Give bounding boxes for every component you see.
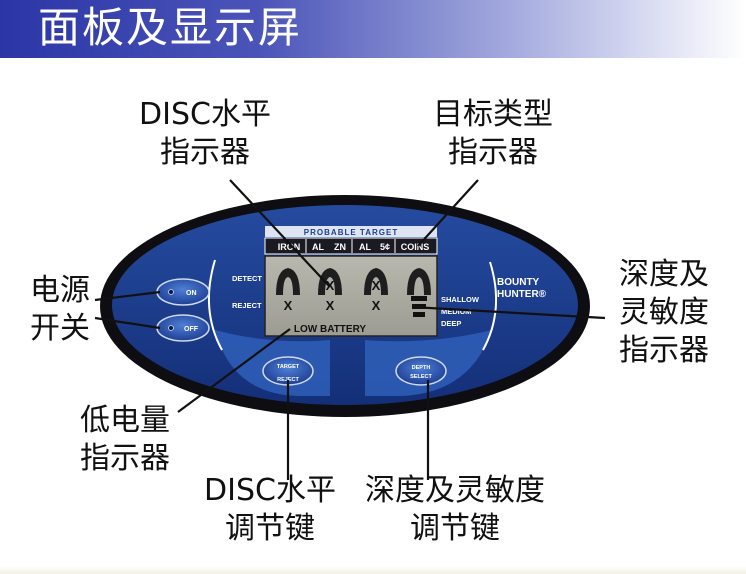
depth-select-button[interactable]: DEPTH SELECT	[395, 356, 447, 386]
depth-medium-label: MEDIUM	[441, 307, 471, 316]
leader-disc-indicator	[229, 179, 331, 288]
detect-label: DETECT	[232, 274, 262, 283]
depth-shallow-label: SHALLOW	[441, 295, 480, 304]
callout-depth-indicator: 深度及 灵敏度 指示器	[619, 257, 709, 368]
target-labels-strip	[264, 237, 438, 255]
low-battery-text: LOW BATTERY	[294, 324, 367, 335]
header-bar: 面板及显示屏	[0, 0, 746, 58]
leader-low-battery	[177, 328, 291, 413]
depth-deep-label: DEEP	[441, 319, 461, 328]
lcd-depth-bar-1	[411, 296, 427, 301]
svg-text:TARGET: TARGET	[277, 364, 300, 370]
target-label-iron: IRON	[278, 242, 301, 252]
callout-disc-indicator: DISC水平 指示器	[139, 97, 271, 170]
target-label-al-2: AL	[359, 242, 371, 252]
callout-low-battery: 低电量 指示器	[80, 403, 170, 476]
power-on-button[interactable]: ON	[156, 278, 210, 306]
power-off-button[interactable]: OFF	[156, 314, 210, 342]
footer-strip	[0, 566, 746, 574]
target-label-al: AL	[312, 242, 324, 252]
target-label-zn: ZN	[334, 242, 346, 252]
page-title: 面板及显示屏	[38, 3, 303, 52]
lcd-arch-1	[276, 268, 300, 295]
leader-power-on	[94, 290, 161, 302]
callout-target-type: 目标类型 指示器	[433, 97, 553, 170]
leader-depth-indicator	[411, 305, 606, 320]
on-indicator-icon	[168, 289, 174, 295]
leader-power-off	[94, 316, 161, 330]
lcd-x-5: X	[372, 298, 381, 313]
reject-label: REJECT	[232, 301, 262, 310]
callout-disc-adjust: DISC水平 调节键	[204, 473, 336, 546]
probable-target-strip	[265, 226, 437, 237]
brand-line-1: BOUNTY	[497, 277, 540, 288]
svg-text:DEPTH: DEPTH	[412, 365, 431, 371]
lcd-screen	[264, 255, 438, 337]
probable-target-title: PROBABLE TARGET	[304, 228, 398, 237]
off-indicator-icon	[168, 325, 174, 331]
on-label: ON	[186, 290, 197, 297]
target-label-5c: 5¢	[380, 242, 390, 252]
lcd-x-3: X	[326, 298, 335, 313]
callout-depth-adjust: 深度及灵敏度 调节键	[365, 473, 545, 546]
callout-lines	[94, 179, 606, 480]
lcd-arch-3	[364, 268, 388, 295]
lcd-x-4: X	[372, 278, 381, 293]
leader-target-type	[417, 179, 479, 247]
lcd-depth-bar-3	[413, 312, 425, 317]
lcd-arch-4	[407, 268, 431, 295]
target-label-coins: COINS	[401, 242, 430, 252]
brand-line-2: HUNTER®	[497, 289, 547, 300]
lcd-x-1: X	[284, 298, 293, 313]
callout-power-switch: 电源 开关	[30, 273, 90, 346]
lcd-x-2: X	[326, 278, 335, 293]
lcd-arch-2	[318, 268, 342, 295]
off-label: OFF	[184, 326, 199, 333]
svg-text:SELECT: SELECT	[410, 374, 432, 380]
